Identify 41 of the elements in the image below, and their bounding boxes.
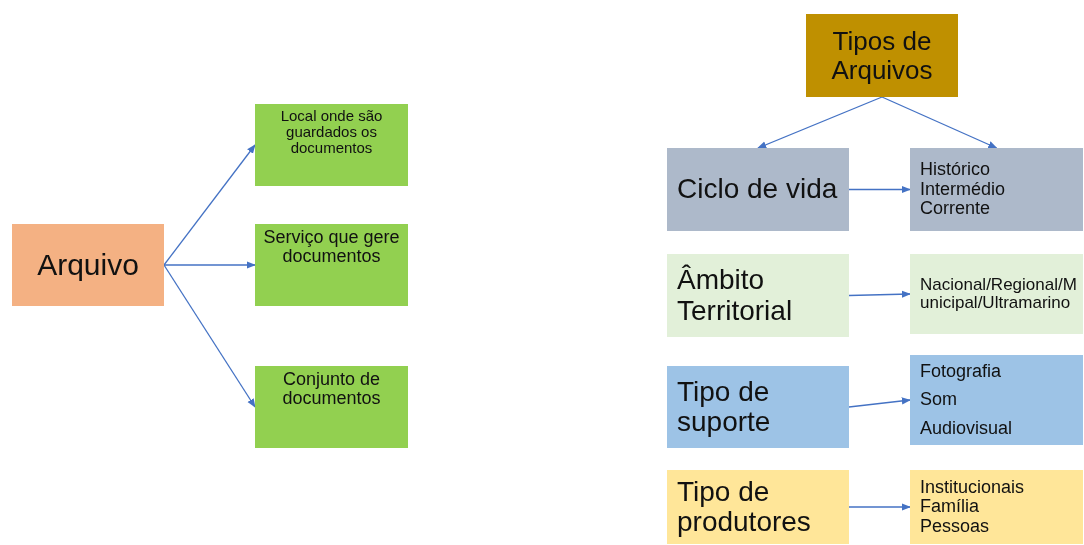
node-text: Audiovisual	[920, 418, 1014, 439]
node-text: Intermédio	[920, 179, 1007, 200]
node-text: Som	[920, 390, 958, 410]
node-text: Nacional/Regional/Municipal/Ultramarino	[920, 275, 1077, 313]
text-box	[910, 148, 1083, 231]
node-text: Local onde são guardados os documentos	[279, 108, 384, 157]
arrow	[163, 261, 256, 269]
node-text: Ciclo de vida	[677, 174, 839, 205]
text-box	[910, 355, 1083, 445]
arrow	[757, 96, 883, 149]
arrow	[848, 185, 911, 194]
arrow	[848, 503, 911, 511]
node-text: Histórico	[920, 160, 991, 180]
text-box	[667, 148, 849, 231]
arrow	[848, 397, 911, 408]
text-box	[255, 366, 408, 448]
text-box	[667, 254, 849, 337]
node-text: Fotografia	[920, 361, 1003, 382]
text-box	[806, 14, 958, 97]
node-text: Arquivo	[36, 248, 140, 282]
node-text: Âmbito Territorial	[677, 265, 794, 326]
node-text: Tipo de produtores	[677, 476, 812, 538]
node-text: Conjunto de documentos	[281, 370, 382, 409]
node-text: Tipo de suporte	[677, 376, 772, 438]
arrow	[848, 290, 911, 298]
arrow	[881, 96, 998, 149]
node-text: Institucionais	[920, 477, 1026, 498]
text-box	[12, 224, 164, 306]
text-box	[667, 366, 849, 448]
node-text: Tipos de Arquivos	[830, 27, 934, 84]
text-box	[255, 104, 408, 186]
node-text: Família	[920, 497, 980, 517]
text-box	[910, 470, 1083, 544]
text-box	[910, 254, 1083, 334]
node-text: Serviço que gere documentos	[262, 228, 401, 267]
node-text: Pessoas	[920, 516, 991, 537]
node-text: Corrente	[920, 199, 992, 219]
text-box	[255, 224, 408, 306]
arrow	[163, 144, 256, 266]
text-box	[667, 470, 849, 544]
arrow	[163, 264, 256, 408]
